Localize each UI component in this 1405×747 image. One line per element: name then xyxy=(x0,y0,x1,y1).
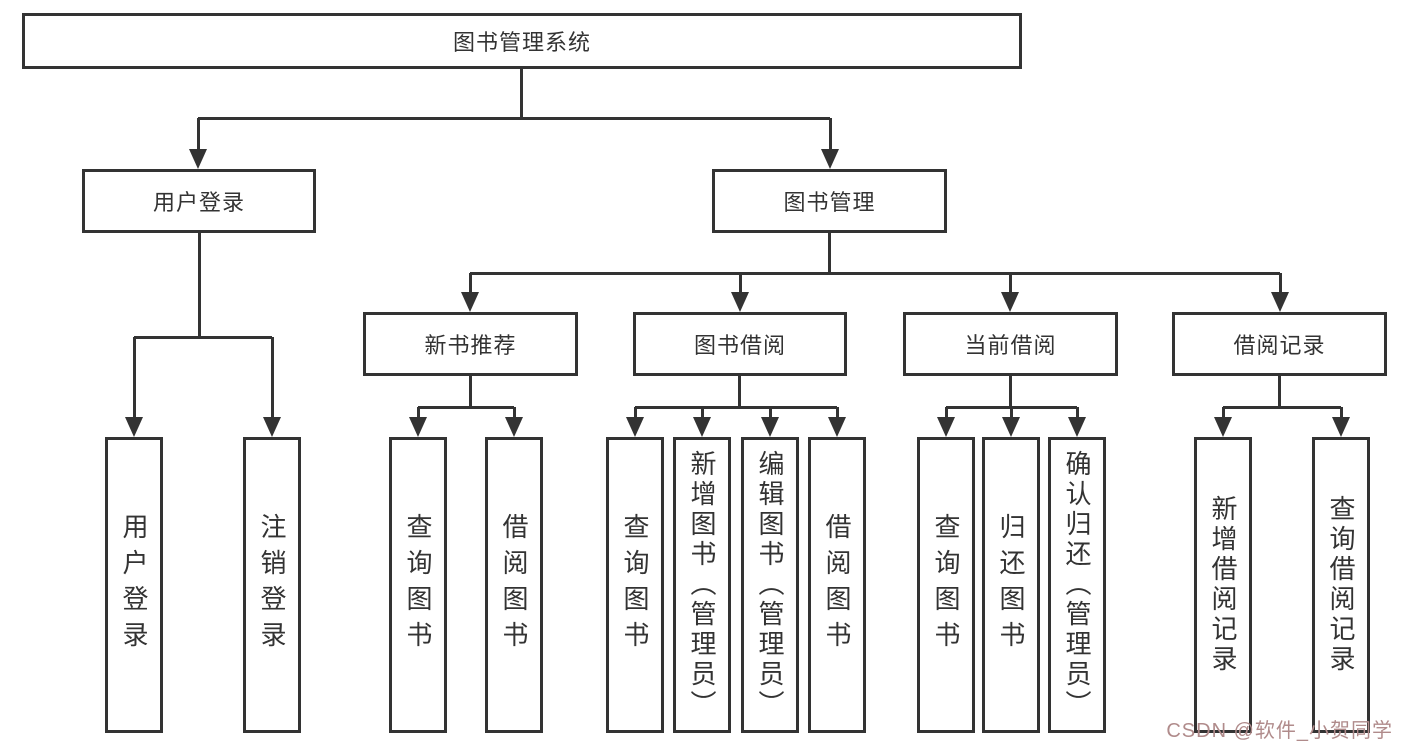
leaf-user-login: 用户登录 xyxy=(105,437,163,733)
node-book-borrowing-label: 图书借阅 xyxy=(693,333,786,358)
leaf-logout-label: 注销登录 xyxy=(257,513,287,657)
leaf-query-books-1: 查询图书 xyxy=(389,437,447,733)
leaf-add-borrow-record-label: 新增借阅记录 xyxy=(1208,495,1238,675)
arrow-down-icon xyxy=(1270,273,1290,312)
leaf-add-books-admin: 新增图书（管理员） xyxy=(673,437,731,733)
leaf-edit-books-admin-label: 编辑图书（管理员） xyxy=(755,450,785,720)
leaf-query-borrow-record-label: 查询借阅记录 xyxy=(1326,495,1356,675)
leaf-logout: 注销登录 xyxy=(243,437,301,733)
connector-line xyxy=(1223,406,1341,409)
arrow-down-icon xyxy=(1001,407,1021,437)
node-user-login: 用户登录 xyxy=(82,169,316,233)
arrow-down-icon xyxy=(262,337,282,437)
leaf-borrow-books-1-label: 借阅图书 xyxy=(499,513,529,657)
leaf-confirm-return-admin-label: 确认归还（管理员） xyxy=(1062,450,1092,720)
node-book-borrowing: 图书借阅 xyxy=(633,312,847,376)
arrow-down-icon xyxy=(820,118,840,169)
node-current-borrowing-label: 当前借阅 xyxy=(964,333,1057,358)
leaf-borrow-books-1: 借阅图书 xyxy=(485,437,543,733)
node-user-login-label: 用户登录 xyxy=(152,190,245,215)
leaf-confirm-return-admin: 确认归还（管理员） xyxy=(1048,437,1106,733)
leaf-query-books-3-label: 查询图书 xyxy=(931,513,961,657)
node-book-management-label: 图书管理 xyxy=(783,190,876,215)
leaf-add-books-admin-label: 新增图书（管理员） xyxy=(687,450,717,720)
node-borrow-records: 借阅记录 xyxy=(1172,312,1387,376)
leaf-query-borrow-record: 查询借阅记录 xyxy=(1312,437,1370,733)
leaf-edit-books-admin: 编辑图书（管理员） xyxy=(741,437,799,733)
arrow-down-icon xyxy=(625,407,645,437)
arrow-down-icon xyxy=(504,407,524,437)
node-root-label: 图书管理系统 xyxy=(452,30,591,55)
arrow-down-icon xyxy=(460,273,480,312)
connector-line xyxy=(1009,376,1012,407)
leaf-return-books: 归还图书 xyxy=(982,437,1040,733)
leaf-user-login-label: 用户登录 xyxy=(119,513,149,657)
arrow-down-icon xyxy=(730,273,750,312)
connector-line xyxy=(1278,376,1281,407)
node-book-management: 图书管理 xyxy=(712,169,947,233)
arrow-down-icon xyxy=(188,118,208,169)
arrow-down-icon xyxy=(124,337,144,437)
arrow-down-icon xyxy=(760,407,780,437)
arrow-down-icon xyxy=(1331,407,1351,437)
node-new-book-recommend: 新书推荐 xyxy=(363,312,578,376)
arrow-down-icon xyxy=(1213,407,1233,437)
leaf-add-borrow-record: 新增借阅记录 xyxy=(1194,437,1252,733)
node-borrow-records-label: 借阅记录 xyxy=(1233,333,1326,358)
leaf-return-books-label: 归还图书 xyxy=(996,513,1026,657)
node-current-borrowing: 当前借阅 xyxy=(903,312,1118,376)
connector-line xyxy=(469,376,472,407)
connector-line xyxy=(635,406,837,409)
leaf-borrow-books-2-label: 借阅图书 xyxy=(822,513,852,657)
leaf-query-books-3: 查询图书 xyxy=(917,437,975,733)
connector-line xyxy=(198,233,201,337)
arrow-down-icon xyxy=(692,407,712,437)
arrow-down-icon xyxy=(936,407,956,437)
connector-line xyxy=(828,233,831,273)
arrow-down-icon xyxy=(1067,407,1087,437)
leaf-query-books-2: 查询图书 xyxy=(606,437,664,733)
leaf-query-books-1-label: 查询图书 xyxy=(403,513,433,657)
node-new-book-recommend-label: 新书推荐 xyxy=(424,333,517,358)
arrow-down-icon xyxy=(408,407,428,437)
connector-line xyxy=(134,336,272,339)
connector-line xyxy=(470,272,1280,275)
leaf-borrow-books-2: 借阅图书 xyxy=(808,437,866,733)
connector-line xyxy=(198,117,830,120)
connector-line xyxy=(418,406,514,409)
node-root: 图书管理系统 xyxy=(22,13,1022,69)
connector-line xyxy=(738,376,741,407)
arrow-down-icon xyxy=(827,407,847,437)
connector-line xyxy=(520,69,523,118)
arrow-down-icon xyxy=(1000,273,1020,312)
csdn-watermark: CSDN @软件_小贺同学 xyxy=(1166,720,1393,742)
leaf-query-books-2-label: 查询图书 xyxy=(620,513,650,657)
